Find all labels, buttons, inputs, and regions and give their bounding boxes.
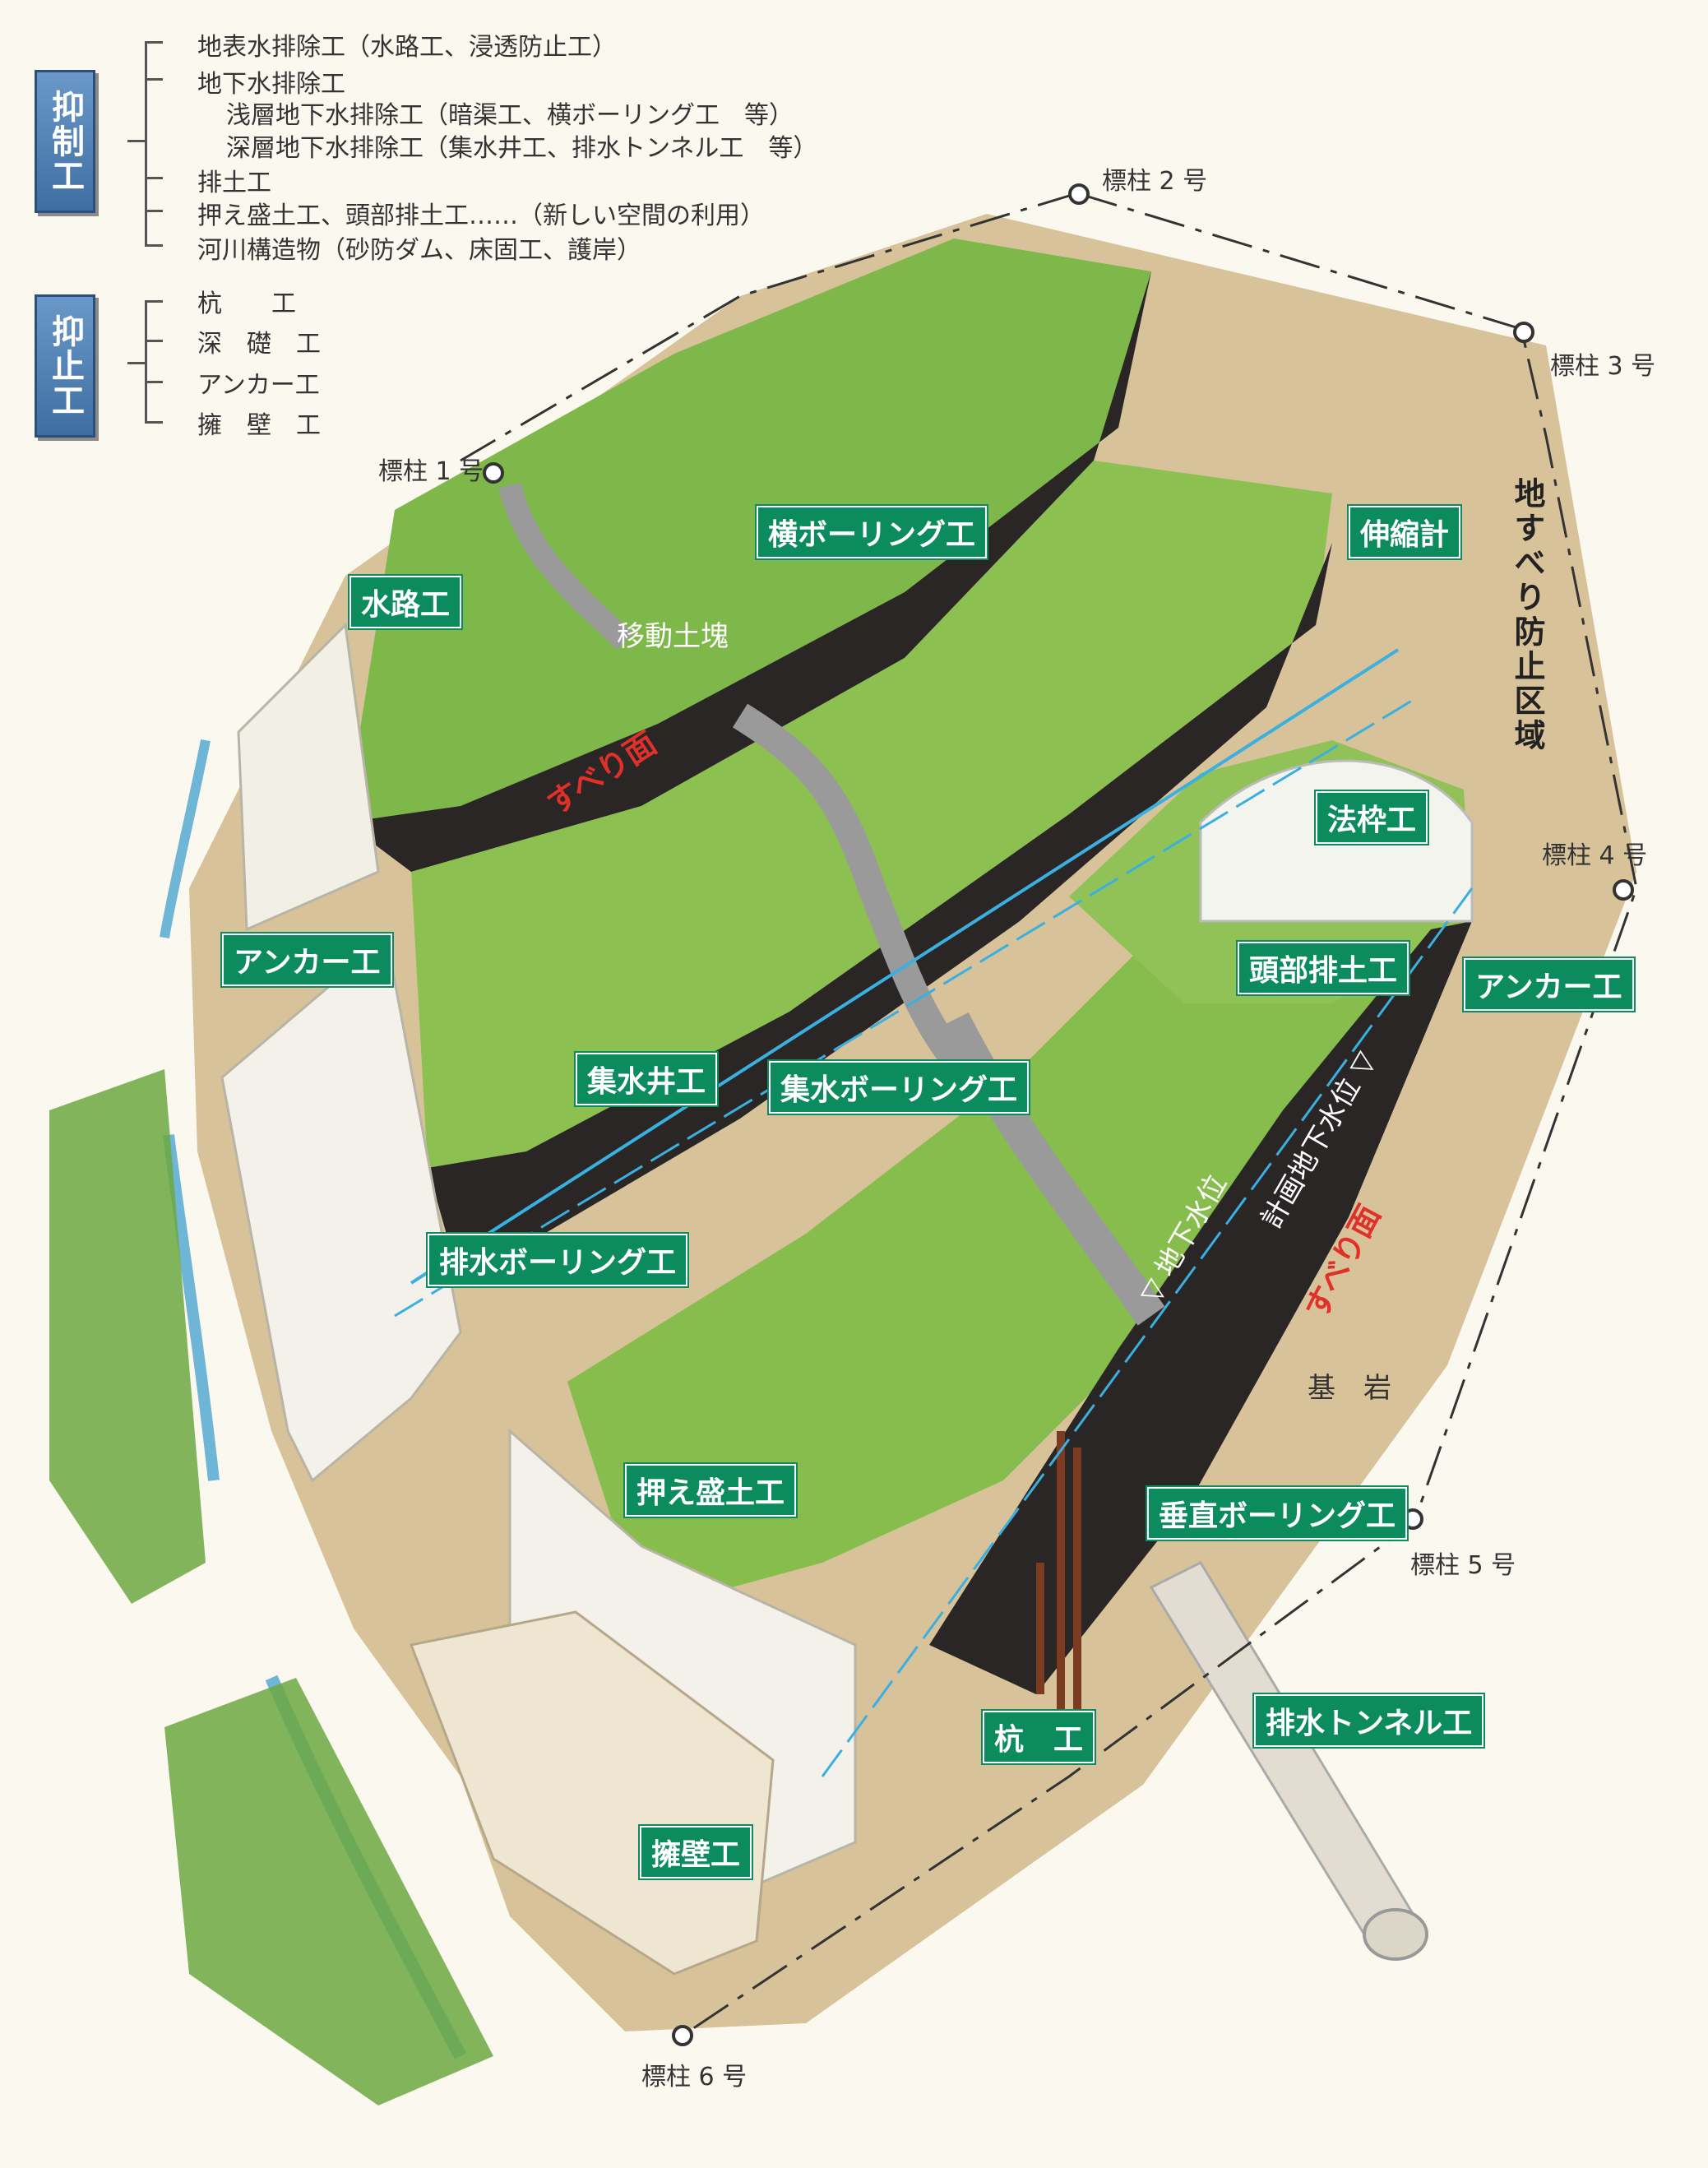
legend-item: 排土工: [197, 169, 271, 197]
tag-haisui-boring: 排水ボーリング工: [428, 1234, 688, 1286]
lower-terrain: [567, 822, 1447, 1612]
legend-bracket-1: [145, 41, 147, 245]
stream-upper: [160, 739, 211, 938]
tunnel-mouth: [1363, 1908, 1428, 1961]
legend-tick: [145, 381, 163, 383]
legend-tick: [145, 210, 163, 212]
legend-item: 深 礎 工: [197, 330, 321, 359]
pile: [1073, 1448, 1081, 1735]
stream-middle: [163, 1134, 220, 1481]
tag-shusui-boring: 集水ボーリング工: [769, 1061, 1030, 1114]
legend-badge-prevention: 抑止工: [35, 294, 95, 438]
legend-tick: [145, 340, 163, 342]
post-marker-6: [672, 2025, 693, 2046]
post-label-6: 標柱 6 号: [641, 2063, 748, 2092]
tag-hawakukou: 法枠工: [1316, 791, 1428, 844]
legend-item: 浅層地下水排除工（暗渠工、横ボーリング工 等）: [226, 101, 794, 130]
legend-item: 擁 壁 工: [197, 411, 321, 440]
post-marker-2: [1068, 183, 1090, 205]
pile: [1036, 1563, 1044, 1694]
upper-terrain: [345, 239, 1151, 822]
zone-boundary-upper: [460, 192, 1078, 462]
road-upper: [498, 482, 633, 650]
legend-item: 杭 工: [197, 290, 296, 318]
zone-label: 地すべり防止区域: [1509, 477, 1545, 753]
tag-shusuiseikou: 集水井工: [576, 1053, 718, 1105]
groundwater-level-line: [410, 648, 1400, 1285]
crib-structure: [409, 1610, 775, 1976]
planned-groundwater-line: [394, 697, 1415, 1318]
tag-yoko-boring: 横ボーリング工: [757, 506, 988, 558]
legend-item: 河川構造物（砂防ダム、床固工、護岸）: [197, 236, 641, 265]
post-label-4: 標柱 4 号: [1542, 841, 1648, 870]
post-label-2: 標柱 2 号: [1102, 167, 1208, 196]
legend-item: 地下水排除工: [197, 70, 345, 99]
post-marker-1: [483, 462, 504, 484]
legend-badge-suppression: 抑制工: [35, 70, 95, 213]
left-vegetation: [49, 1069, 206, 1604]
road-lower: [939, 1012, 1165, 1326]
road-middle: [732, 703, 974, 1078]
pile: [1057, 1431, 1065, 1735]
tag-shinshukukei: 伸縮計: [1349, 506, 1461, 558]
label-kigan: 基 岩: [1308, 1372, 1391, 1405]
tag-anchor-left: アンカー工: [222, 933, 392, 986]
anchor-wall-upper: [237, 622, 380, 932]
legend-tick: [127, 140, 146, 142]
legend-item: 地表水排除工（水路工、浸透防止工）: [197, 33, 617, 62]
legend-tick: [145, 300, 163, 303]
legend-tick: [145, 177, 163, 179]
tag-anchor-right: アンカー工: [1464, 958, 1634, 1011]
legend-bracket-2: [145, 300, 147, 422]
tag-haisui-tunnel: 排水トンネル工: [1254, 1694, 1484, 1747]
tag-tobu-haido: 頭部排土工: [1238, 942, 1409, 994]
tag-suirokou: 水路工: [349, 576, 462, 628]
post-label-5: 標柱 5 号: [1410, 1551, 1516, 1580]
legend-item: 押え盛土工、頭部排土工……（新しい空間の利用）: [197, 202, 765, 230]
legend-tick: [127, 362, 146, 364]
legend-tick: [145, 421, 163, 424]
middle-terrain: [411, 461, 1332, 1168]
drainage-tunnel: [1149, 1561, 1416, 1952]
legend-item: アンカー工: [197, 371, 320, 400]
legend-item: 深層地下水排除工（集水井工、排水トンネル工 等）: [226, 134, 818, 163]
label-idou-dokai: 移動土塊: [617, 620, 729, 653]
legend-tick: [145, 41, 163, 44]
legend-tick: [145, 244, 163, 247]
tag-kuikou: 杭 工: [983, 1711, 1095, 1763]
upper-slice-dark: [345, 271, 1151, 872]
post-marker-3: [1513, 322, 1534, 343]
tag-youheki: 擁壁工: [640, 1826, 752, 1878]
post-label-1: 標柱 1 号: [378, 457, 484, 486]
left-lower-vegetation: [164, 1678, 493, 2105]
right-water-line: [821, 887, 1474, 1777]
legend-tick: [145, 78, 163, 81]
tag-osae-morido: 押え盛土工: [625, 1464, 797, 1517]
post-marker-4: [1613, 879, 1634, 901]
tag-suichoku-boring: 垂直ボーリング工: [1147, 1487, 1408, 1540]
post-label-3: 標柱 3 号: [1550, 352, 1656, 381]
